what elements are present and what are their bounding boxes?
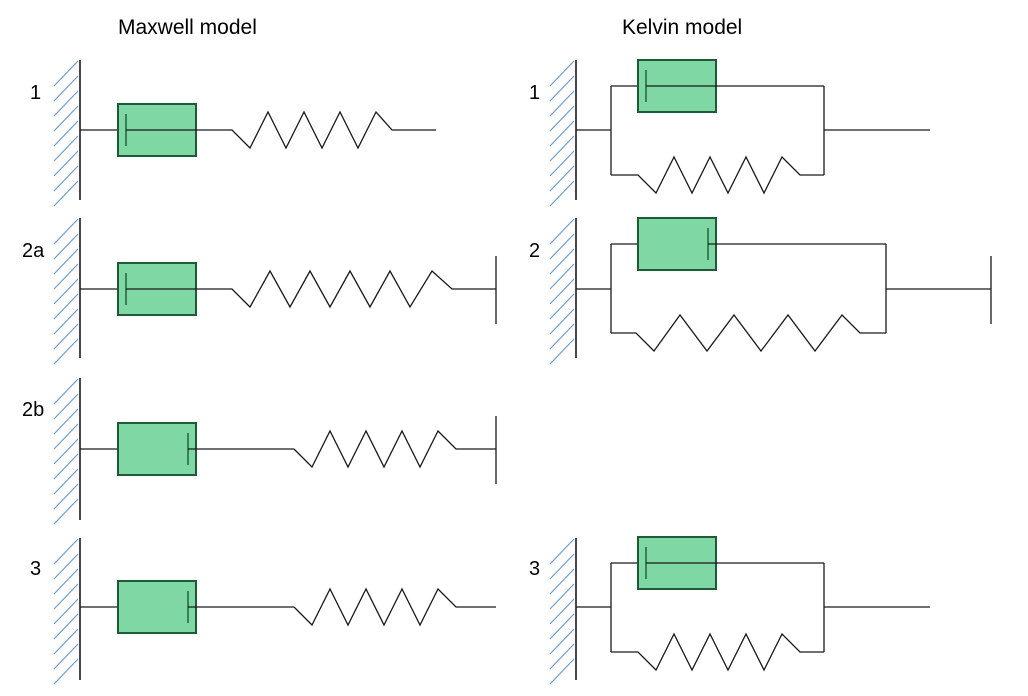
hatch-stroke xyxy=(549,568,575,595)
spring xyxy=(611,632,824,672)
wall-hatch xyxy=(53,60,79,207)
hatch-stroke xyxy=(549,293,575,320)
dashpot-body xyxy=(117,422,197,476)
spring xyxy=(196,269,496,309)
kelvin-model-3 xyxy=(549,536,930,685)
hatch-stroke xyxy=(53,218,79,245)
hatch-stroke xyxy=(549,218,575,245)
spring xyxy=(196,110,436,150)
hatch-stroke xyxy=(53,120,79,147)
hatch-stroke xyxy=(53,150,79,177)
kelvin-model-2 xyxy=(549,217,992,365)
hatch-stroke xyxy=(549,538,575,565)
hatch-stroke xyxy=(53,180,79,207)
spring xyxy=(611,155,824,195)
maxwell-row-label-3: 3 xyxy=(30,558,42,580)
hatch-stroke xyxy=(53,135,79,162)
spring xyxy=(611,313,886,353)
wall-hatch xyxy=(549,218,575,365)
kelvin-row-label-1: 1 xyxy=(529,82,541,104)
hatch-stroke xyxy=(53,105,79,132)
spring xyxy=(293,587,496,627)
hatch-stroke xyxy=(549,90,575,117)
hatch-stroke xyxy=(53,248,79,275)
wall-hatch xyxy=(53,218,79,365)
dashpot-body xyxy=(117,580,197,634)
hatch-stroke xyxy=(53,553,79,580)
hatch-stroke xyxy=(549,165,575,192)
wall-hatch xyxy=(549,538,575,685)
hatch-stroke xyxy=(53,233,79,260)
wall-hatch xyxy=(53,378,79,525)
hatch-stroke xyxy=(549,150,575,177)
hatch-stroke xyxy=(549,598,575,625)
maxwell-model-2a xyxy=(53,218,497,365)
kelvin-row-label-2: 2 xyxy=(529,240,541,262)
hatch-stroke xyxy=(53,598,79,625)
hatch-stroke xyxy=(549,263,575,290)
maxwell-model-3 xyxy=(53,538,496,685)
hatch-stroke xyxy=(53,165,79,192)
hatch-stroke xyxy=(53,263,79,290)
kelvin-title: Kelvin model xyxy=(622,16,743,39)
wall-hatch xyxy=(53,538,79,685)
maxwell-title: Maxwell model xyxy=(118,16,257,39)
hatch-stroke xyxy=(549,120,575,147)
hatch-stroke xyxy=(53,628,79,655)
hatch-stroke xyxy=(549,233,575,260)
maxwell-row-label-1: 1 xyxy=(30,82,42,104)
maxwell-row-label-2b: 2b xyxy=(22,399,45,421)
hatch-stroke xyxy=(53,468,79,495)
hatch-stroke xyxy=(549,135,575,162)
hatch-stroke xyxy=(53,338,79,365)
hatch-stroke xyxy=(53,438,79,465)
hatch-stroke xyxy=(53,453,79,480)
hatch-stroke xyxy=(53,323,79,350)
hatch-stroke xyxy=(549,643,575,670)
maxwell-model-1 xyxy=(53,60,436,207)
hatch-stroke xyxy=(53,568,79,595)
maxwell-model-2b xyxy=(53,378,497,525)
hatch-stroke xyxy=(549,658,575,685)
hatch-stroke xyxy=(549,60,575,87)
hatch-stroke xyxy=(549,180,575,207)
hatch-stroke xyxy=(53,583,79,610)
hatch-stroke xyxy=(549,553,575,580)
hatch-stroke xyxy=(53,643,79,670)
hatch-stroke xyxy=(53,538,79,565)
hatch-stroke xyxy=(53,613,79,640)
hatch-stroke xyxy=(549,248,575,275)
hatch-stroke xyxy=(53,423,79,450)
spring xyxy=(293,429,496,469)
hatch-stroke xyxy=(53,483,79,510)
maxwell-row-label-2a: 2a xyxy=(22,240,45,262)
hatch-stroke xyxy=(53,498,79,525)
hatch-stroke xyxy=(549,338,575,365)
kelvin-row-label-3: 3 xyxy=(529,558,541,580)
hatch-stroke xyxy=(53,378,79,405)
hatch-stroke xyxy=(53,60,79,87)
hatch-stroke xyxy=(53,75,79,102)
hatch-stroke xyxy=(549,278,575,305)
hatch-stroke xyxy=(549,75,575,102)
hatch-stroke xyxy=(549,628,575,655)
hatch-stroke xyxy=(53,278,79,305)
hatch-stroke xyxy=(53,658,79,685)
hatch-stroke xyxy=(549,323,575,350)
hatch-stroke xyxy=(549,583,575,610)
hatch-stroke xyxy=(53,308,79,335)
wall-hatch xyxy=(549,60,575,207)
hatch-stroke xyxy=(549,105,575,132)
hatch-stroke xyxy=(53,90,79,117)
hatch-stroke xyxy=(53,293,79,320)
hatch-stroke xyxy=(53,408,79,435)
hatch-stroke xyxy=(549,308,575,335)
hatch-stroke xyxy=(53,393,79,420)
kelvin-model-1 xyxy=(549,59,930,207)
hatch-stroke xyxy=(549,613,575,640)
dashpot-body xyxy=(637,217,717,271)
